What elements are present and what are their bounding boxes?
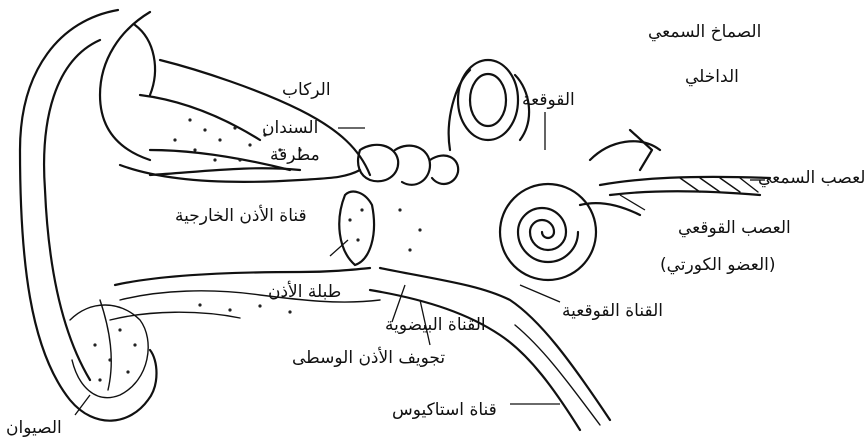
- label-ear-canal: قناة الأذن الخارجية: [175, 206, 307, 226]
- label-malleus: مطرقة: [270, 145, 320, 165]
- label-cochlear-duct: القناة القوقعية: [562, 301, 663, 321]
- label-auricle: الصيوان: [6, 418, 62, 438]
- stapes-shape: [430, 156, 458, 184]
- label-eustachian-tube: قناة استاكيوس: [392, 400, 497, 420]
- label-auditory-nerve: العصب السمعي: [758, 168, 864, 188]
- eustachian-tube-upper: [380, 268, 610, 420]
- label-internal-meatus-1: الصماخ السمعي: [648, 22, 761, 42]
- cochlea-outer: [500, 184, 596, 280]
- auricle-inner-fold: [44, 40, 100, 380]
- label-eardrum: طبلة الأذن: [268, 282, 341, 302]
- label-cochlear-nerve-1: العصب القوقعي: [678, 218, 791, 238]
- auricle-helix: [100, 12, 150, 160]
- label-middle-ear: تجويف الأذن الوسطى: [292, 348, 445, 368]
- label-cochlea: القوقعة: [522, 90, 575, 110]
- label-incus: السندان: [262, 118, 318, 138]
- label-internal-meatus-2: الداخلي: [685, 67, 739, 87]
- ear-canal-top: [120, 165, 360, 182]
- eardrum-shape: [339, 192, 374, 265]
- internal-meatus: [590, 141, 660, 160]
- cochlea-spiral: [518, 208, 578, 262]
- label-cochlear-nerve-2: (العضو الكورتي): [660, 255, 775, 275]
- incus-shape: [395, 146, 430, 185]
- label-oval-window: القناة البيضوية: [385, 315, 486, 335]
- auricle-outline: [20, 10, 157, 421]
- label-stapes: الركاب: [282, 80, 331, 100]
